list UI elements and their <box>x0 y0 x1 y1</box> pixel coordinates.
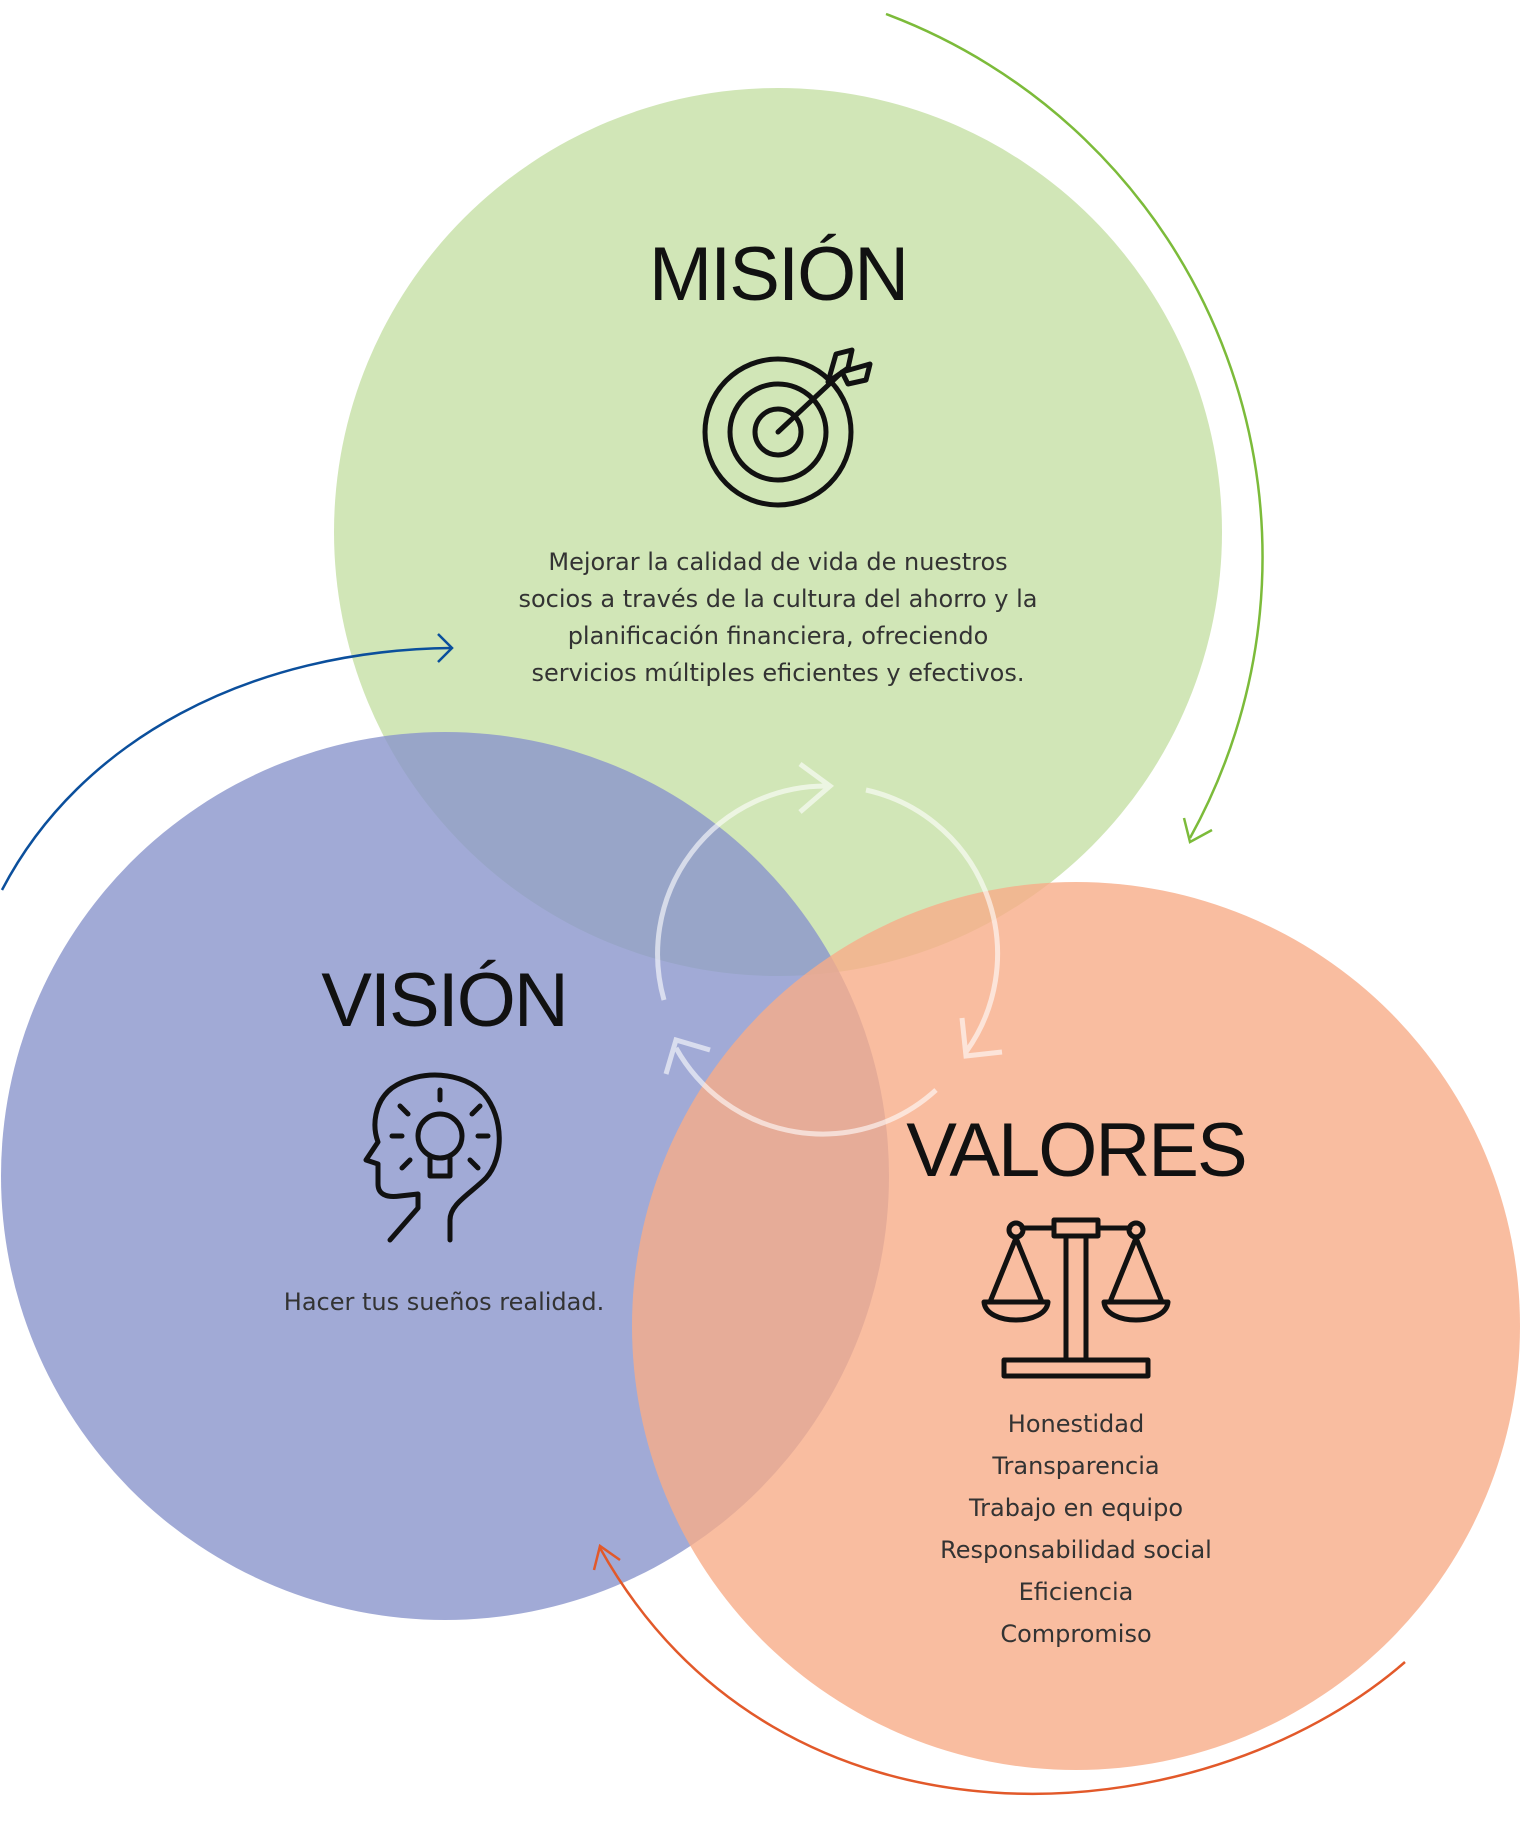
valores-item: Honestidad <box>1008 1410 1144 1438</box>
vision-title: VISIÓN <box>321 958 567 1043</box>
mision-line-4: servicios múltiples eficientes y efectiv… <box>532 659 1025 687</box>
valores-item: Eficiencia <box>1019 1578 1134 1606</box>
balance-scale-icon <box>981 1217 1171 1379</box>
mision-title: MISIÓN <box>649 232 907 317</box>
valores-item: Transparencia <box>991 1452 1159 1480</box>
valores-title: VALORES <box>906 1108 1245 1193</box>
valores-list: Honestidad Transparencia Trabajo en equi… <box>940 1410 1212 1648</box>
head-lightbulb-icon <box>363 1072 502 1243</box>
mision-line-1: Mejorar la calidad de vida de nuestros <box>548 548 1007 576</box>
valores-item: Trabajo en equipo <box>968 1494 1183 1522</box>
orange-cycle-arrow <box>592 1543 1406 1796</box>
valores-item: Responsabilidad social <box>940 1536 1212 1564</box>
mision-line-2: socios a través de la cultura del ahorro… <box>518 585 1037 613</box>
vision-description: Hacer tus sueños realidad. <box>284 1288 604 1316</box>
target-arrow-icon <box>702 347 873 508</box>
green-cycle-arrow <box>885 12 1264 844</box>
mision-line-3: planificación financiera, ofreciendo <box>568 622 989 650</box>
blue-cycle-arrow <box>0 633 454 891</box>
central-cycle-arrows <box>655 761 1003 1137</box>
mision-description: Mejorar la calidad de vida de nuestros s… <box>518 548 1037 687</box>
valores-item: Compromiso <box>1000 1620 1151 1648</box>
valores-circle <box>632 882 1520 1770</box>
